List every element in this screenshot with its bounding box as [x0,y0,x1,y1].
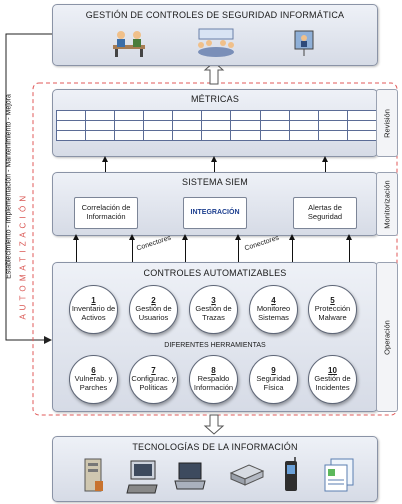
control-item: 1 Inventario de Activos [69,285,118,334]
siem-to-metrics-line [325,161,326,172]
connector-arrow [182,234,188,240]
operation-sidebar: Operación [376,262,398,412]
connector-arrow [235,234,241,240]
people-meeting-icon [113,31,145,57]
control-number: 6 [91,366,96,376]
revision-label: Revisión [382,109,392,138]
alerts-box: Alertas de Seguridad [293,197,357,229]
metrics-title: MÉTRICAS [190,94,240,104]
control-label: Gestión de Incidentes [314,374,351,393]
control-number: 10 [328,366,337,376]
connector-arrow [129,234,135,240]
bottom-panel: TECNOLOGÍAS DE LA INFORMACIÓN [52,436,378,502]
control-label: Gestión de Trazas [195,304,232,323]
control-number: 9 [271,366,276,376]
control-item: 7 Configurac. y Políticas [129,355,178,404]
control-label: Configurac. y Políticas [131,374,176,393]
metrics-grid-row [55,130,378,141]
siem-to-metrics-arrow [102,156,108,162]
control-item: 3 Gestión de Trazas [189,285,238,334]
tools-label: DIFERENTES HERRAMIENTAS [164,342,266,349]
control-number: 5 [330,296,335,306]
control-label: Respaldo Información [193,374,234,393]
control-label: Seguridad Física [256,374,291,393]
top-panel: GESTIÓN DE CONTROLES DE SEGURIDAD INFORM… [52,4,378,66]
control-number: 1 [91,296,96,306]
connector-arrow [73,234,79,240]
connector-line [349,239,350,262]
revision-sidebar: Revisión [376,89,398,157]
control-label: Inventario de Activos [71,304,116,323]
connector-line [292,239,293,262]
team-meeting-icon [198,28,234,57]
connector-arrow [346,234,352,240]
siem-title: SISTEMA SIEM [182,177,248,187]
control-number: 8 [211,366,216,376]
control-item: 8 Respaldo Información [189,355,238,404]
laptop-icon [174,462,206,490]
connector-line [132,239,133,262]
control-item: 4 Monitoreo Sistemas [249,285,298,334]
top-panel-title: GESTIÓN DE CONTROLES DE SEGURIDAD INFORM… [85,10,345,20]
control-item: 2 Gestión de Usuarios [129,285,178,334]
controls-panel: CONTROLES AUTOMATIZABLES 1 Inventario de… [52,262,378,412]
control-item: 5 Protección Malware [308,285,357,334]
connector-arrow [289,234,295,240]
metrics-grid [55,110,378,141]
siem-to-metrics-arrow [322,156,328,162]
desktop-computer-icon [126,460,158,494]
network-device-icon [229,464,265,486]
connector-line [76,239,77,262]
control-label: Gestión de Usuarios [135,304,172,323]
monitoring-label: Monitorización [382,180,392,229]
presentation-board-icon [294,30,314,56]
siem-to-metrics-line [214,161,215,172]
control-item: 6 Vulnerab. y Parches [69,355,118,404]
cycle-label: Establecimiento - Implementación - Mante… [5,94,13,279]
siem-to-metrics-arrow [211,156,217,162]
document-icon [324,458,354,492]
controls-title: CONTROLES AUTOMATIZABLES [143,268,287,278]
control-label: Vulnerab. y Parches [74,374,113,393]
control-item: 10 Gestión de Incidentes [308,355,357,404]
metrics-grid-row [55,120,378,131]
control-number: 4 [271,296,276,306]
integration-box: INTEGRACIÓN [183,197,247,229]
metrics-panel: MÉTRICAS [52,89,378,157]
bottom-panel-title: TECNOLOGÍAS DE LA INFORMACIÓN [132,442,298,452]
mobile-phone-icon [285,457,297,491]
siem-to-metrics-line [105,161,106,172]
control-label: Protección Malware [314,304,351,323]
operation-label: Operación [382,320,392,355]
control-number: 7 [151,366,156,376]
automation-label: A U T O M A T I Z A C I Ó N [18,194,28,320]
connector-line [185,239,186,262]
control-item: 9 Seguridad Física [249,355,298,404]
metrics-grid-row [55,110,378,121]
connector-line [238,239,239,262]
control-number: 3 [211,296,216,306]
correlation-box: Correlación de Información [74,197,138,229]
siem-panel: SISTEMA SIEM Correlación de Información … [52,172,378,236]
server-icon [84,458,103,492]
control-number: 2 [151,296,156,306]
control-label: Monitoreo Sistemas [256,304,291,323]
monitoring-sidebar: Monitorización [376,172,398,236]
